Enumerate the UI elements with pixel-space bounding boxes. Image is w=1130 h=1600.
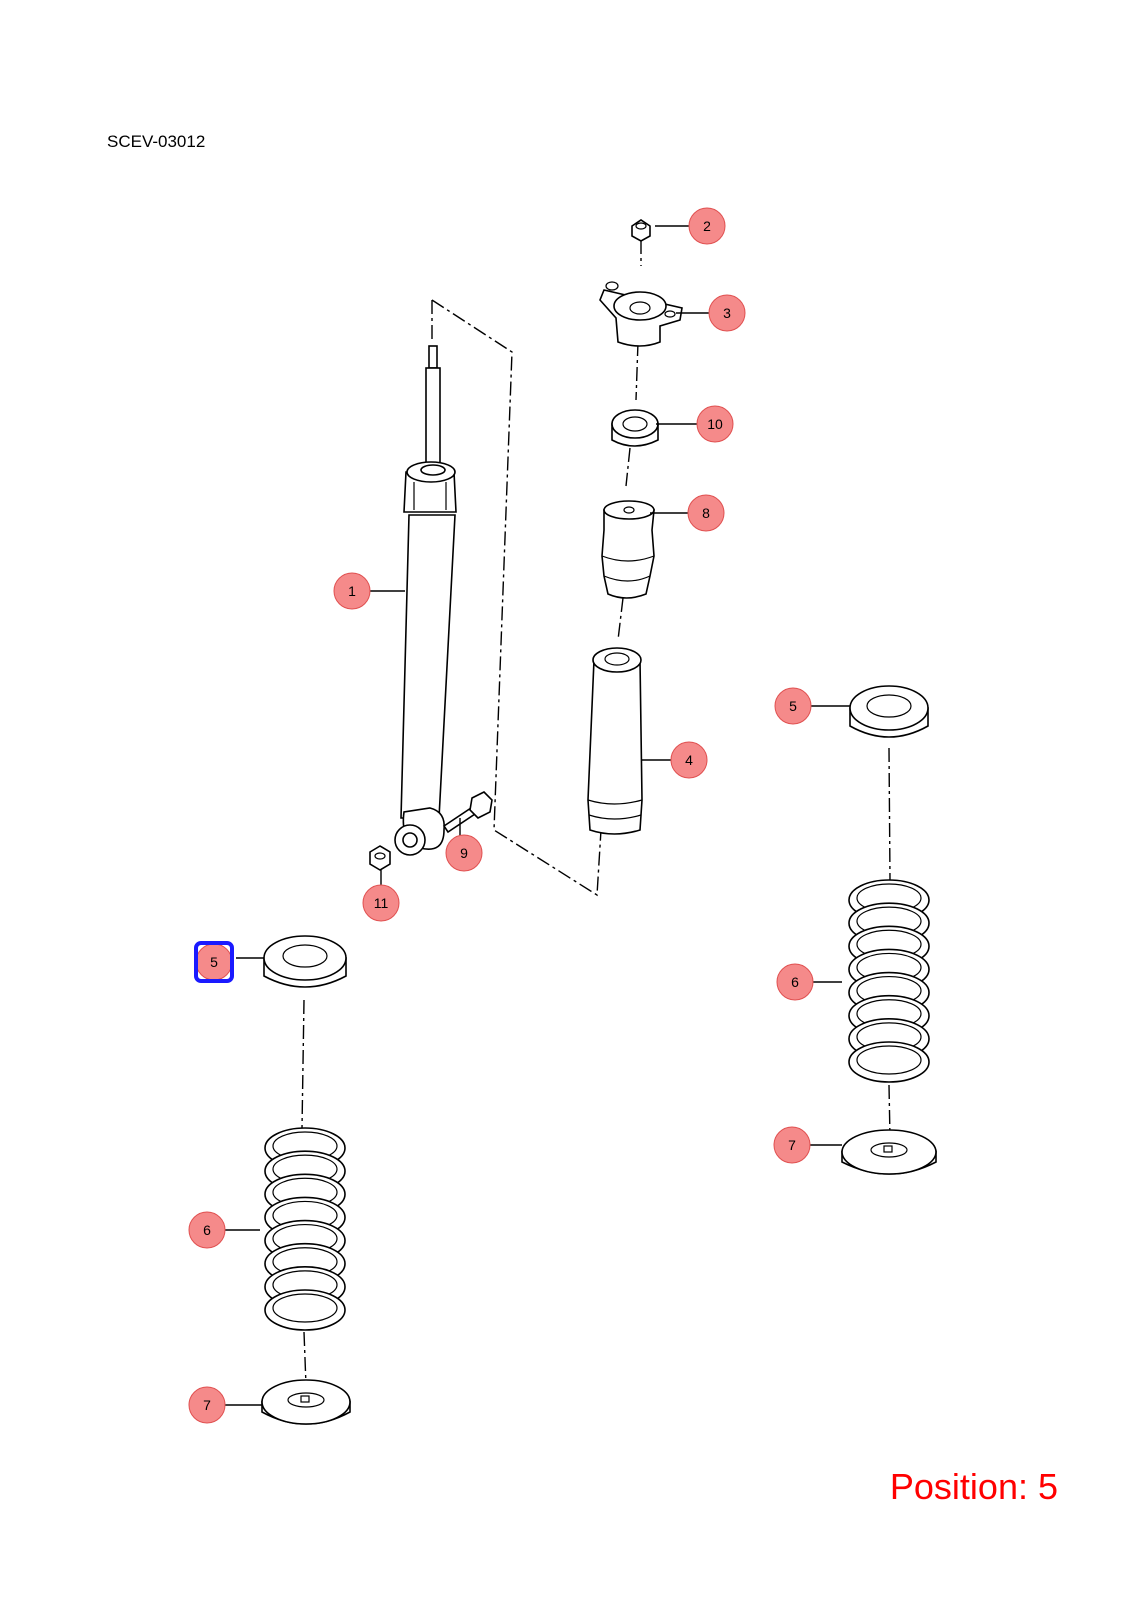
svg-text:5: 5 xyxy=(210,954,218,970)
part-shock-absorber xyxy=(394,345,457,856)
callout-2[interactable]: 2 xyxy=(688,207,726,245)
callout-6-right[interactable]: 6 xyxy=(776,963,814,1001)
callout-5-left[interactable]: 5 xyxy=(194,941,234,983)
svg-text:7: 7 xyxy=(788,1137,796,1153)
svg-text:6: 6 xyxy=(203,1222,211,1238)
callout-8[interactable]: 8 xyxy=(687,494,725,532)
diagram-code: SCEV-03012 xyxy=(107,132,206,151)
callout-3[interactable]: 3 xyxy=(708,294,746,332)
svg-text:2: 2 xyxy=(703,218,711,234)
callout-1[interactable]: 1 xyxy=(333,572,371,610)
part-bolt xyxy=(442,791,493,834)
svg-text:5: 5 xyxy=(789,698,797,714)
part-coil-spring-left xyxy=(264,1127,346,1331)
part-lower-nut xyxy=(369,845,391,871)
callout-7-right[interactable]: 7 xyxy=(773,1126,811,1164)
callout-4[interactable]: 4 xyxy=(670,741,708,779)
svg-text:9: 9 xyxy=(460,845,468,861)
svg-text:7: 7 xyxy=(203,1397,211,1413)
svg-text:3: 3 xyxy=(723,305,731,321)
part-top-mount xyxy=(599,281,683,347)
callout-11[interactable]: 11 xyxy=(362,884,400,922)
part-bushing xyxy=(611,409,659,447)
callout-10[interactable]: 10 xyxy=(696,405,734,443)
svg-text:6: 6 xyxy=(791,974,799,990)
callout-7-left[interactable]: 7 xyxy=(188,1386,226,1424)
spring-coil xyxy=(264,1289,346,1331)
svg-text:10: 10 xyxy=(707,416,723,432)
svg-text:11: 11 xyxy=(374,895,389,911)
spring-coil-inner xyxy=(272,1293,338,1323)
callout-6-left[interactable]: 6 xyxy=(188,1211,226,1249)
part-dust-boot xyxy=(587,647,643,835)
part-spring-seat-left xyxy=(263,935,347,988)
spring-coil xyxy=(848,1041,930,1083)
selection-highlight xyxy=(194,941,234,983)
part-top-nut xyxy=(631,219,651,242)
callout-9[interactable]: 9 xyxy=(445,834,483,872)
part-lower-seat-left xyxy=(261,1379,351,1425)
assembly-axes xyxy=(301,240,891,1386)
part-coil-spring-right xyxy=(848,879,930,1083)
part-lower-seat-right xyxy=(841,1129,937,1175)
callout-5-right[interactable]: 5 xyxy=(774,687,812,725)
svg-text:1: 1 xyxy=(348,583,356,599)
part-bump-stop xyxy=(601,500,655,599)
spring-coil-inner xyxy=(856,1045,922,1075)
position-indicator: Position: 5 xyxy=(889,1466,1058,1507)
part-spring-seat-right xyxy=(849,685,929,738)
svg-text:4: 4 xyxy=(685,752,693,768)
svg-text:8: 8 xyxy=(702,505,710,521)
